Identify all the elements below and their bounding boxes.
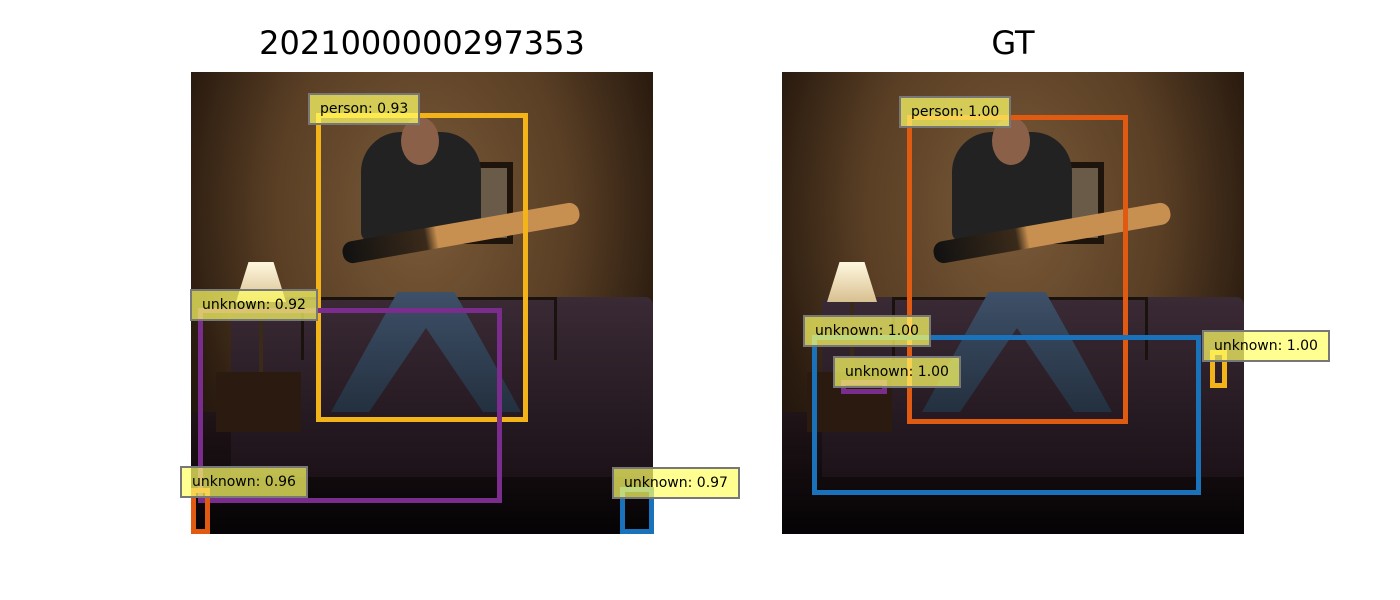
gt-bbox-unknown-blue [812,335,1201,495]
bbox-person [316,113,528,422]
gt-label-unknown-2: unknown: 1.00 [833,356,961,388]
label-unknown-3: unknown: 0.97 [612,467,740,499]
label-person: person: 0.93 [308,93,421,125]
lamp-pole-shape [259,302,263,372]
panel-title-left: 2021000000297353 [259,24,585,62]
gt-label-unknown-3: unknown: 1.00 [1202,330,1330,362]
gt-label-person: person: 1.00 [899,96,1012,128]
person-head-shape [401,117,439,165]
gt-label-unknown-1: unknown: 1.00 [803,315,931,347]
bbox-unknown-purple [198,308,502,503]
panel-title-right: GT [991,24,1035,62]
lamp-shade-shape [827,262,877,302]
label-unknown-2: unknown: 0.96 [180,466,308,498]
nightstand-shape [216,372,301,432]
label-unknown-1: unknown: 0.92 [190,289,318,321]
gt-bbox-person [907,115,1128,424]
